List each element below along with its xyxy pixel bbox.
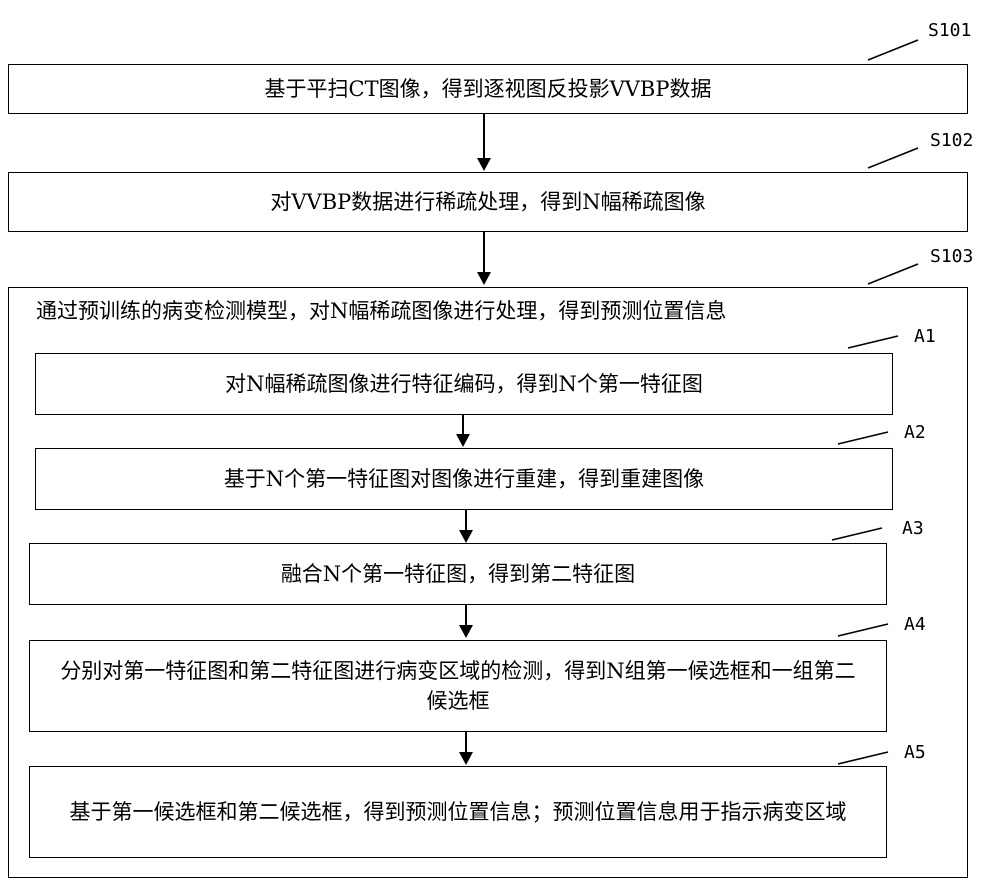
leader-line-a2 <box>837 431 889 445</box>
substep-box-a5: 基于第一候选框和第二候选框，得到预测位置信息；预测位置信息用于指示病变区域 <box>29 766 887 858</box>
step-box-s101: 基于平扫CT图像，得到逐视图反投影VVBP数据 <box>8 64 968 114</box>
substep-box-a4: 分别对第一特征图和第二特征图进行病变区域的检测，得到N组第一候选框和一组第二候选… <box>29 640 887 732</box>
substep-label-a5: A5 <box>904 742 926 763</box>
leader-line-s101 <box>867 39 919 61</box>
step-label-s101: S101 <box>928 20 972 41</box>
substep-text-a1: 对N幅稀疏图像进行特征编码，得到N个第一特征图 <box>225 372 703 396</box>
leader-line-a4 <box>837 623 889 637</box>
substep-label-a1: A1 <box>914 326 936 347</box>
substep-label-a2: A2 <box>904 422 926 443</box>
leader-line-a1 <box>847 335 899 349</box>
step-label-s103: S103 <box>930 246 974 267</box>
substep-text-a4: 分别对第一特征图和第二特征图进行病变区域的检测，得到N组第一候选框和一组第二候选… <box>60 659 856 713</box>
substep-label-a3: A3 <box>902 518 924 539</box>
step-box-s103 <box>8 287 968 878</box>
substep-box-a2: 基于N个第一特征图对图像进行重建，得到重建图像 <box>35 448 893 510</box>
substep-label-a4: A4 <box>904 614 926 635</box>
step-text-s103: 通过预训练的病变检测模型，对N幅稀疏图像进行处理，得到预测位置信息 <box>36 299 727 323</box>
leader-line-s103 <box>867 263 919 285</box>
substep-box-a1: 对N幅稀疏图像进行特征编码，得到N个第一特征图 <box>35 353 893 415</box>
substep-text-a2: 基于N个第一特征图对图像进行重建，得到重建图像 <box>223 467 705 491</box>
substep-box-a3: 融合N个第一特征图，得到第二特征图 <box>29 543 887 605</box>
leader-line-a3 <box>831 527 883 541</box>
step-text-s102: 对VVBP数据进行稀疏处理，得到N幅稀疏图像 <box>270 190 706 214</box>
step-box-s102: 对VVBP数据进行稀疏处理，得到N幅稀疏图像 <box>8 172 968 232</box>
substep-text-a3: 融合N个第一特征图，得到第二特征图 <box>280 562 636 586</box>
step-label-s102: S102 <box>930 130 974 151</box>
leader-line-a5 <box>837 751 889 765</box>
step-text-s101: 基于平扫CT图像，得到逐视图反投影VVBP数据 <box>264 77 712 101</box>
substep-text-a5: 基于第一候选框和第二候选框，得到预测位置信息；预测位置信息用于指示病变区域 <box>69 800 847 824</box>
leader-line-s102 <box>867 147 919 169</box>
